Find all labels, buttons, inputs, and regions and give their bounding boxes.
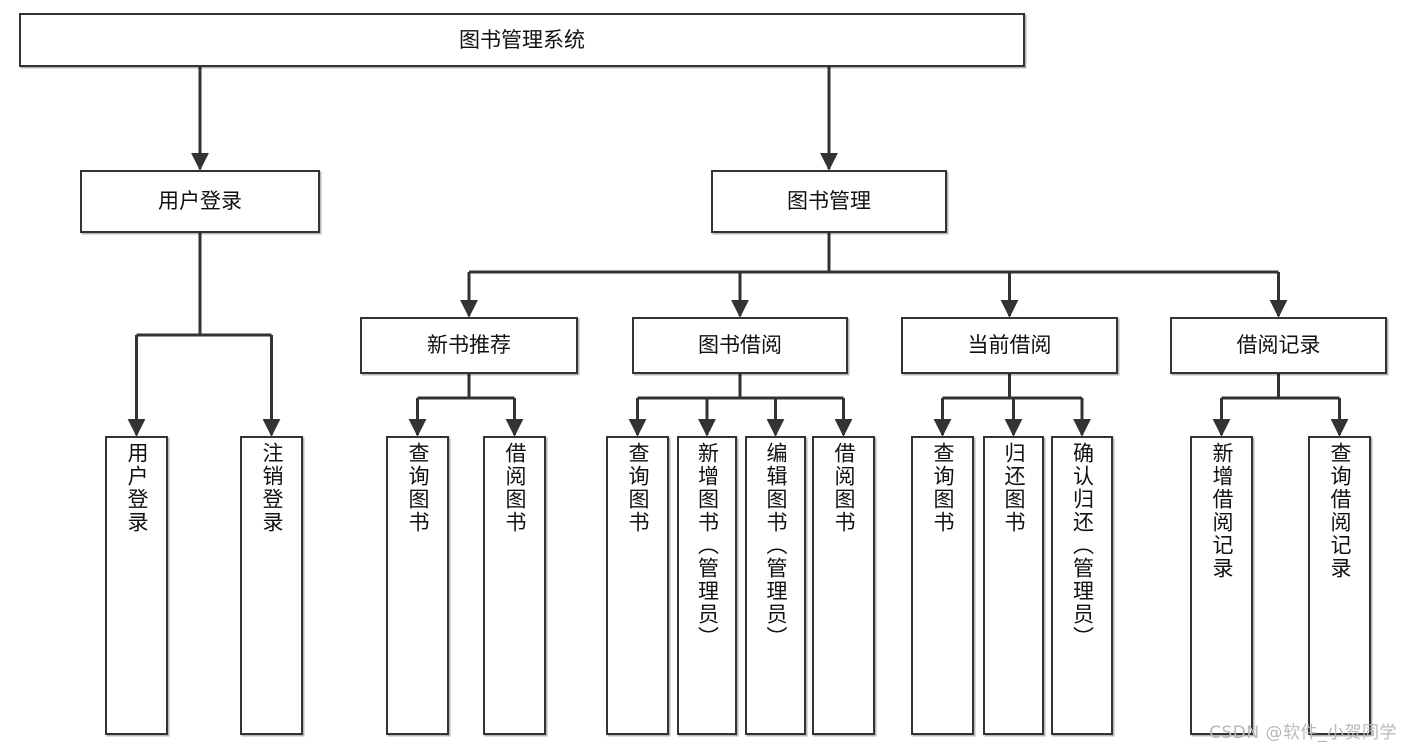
node-leaf-edit-book[interactable]: 编辑图书（管理员） (745, 436, 806, 735)
node-leaf-query-record-label: 查询借阅记录 (1328, 442, 1352, 580)
node-leaf-edit-book-label: 编辑图书（管理员） (764, 442, 788, 649)
node-book-borrow-label: 图书借阅 (698, 333, 782, 358)
node-book-manage[interactable]: 图书管理 (711, 170, 947, 233)
node-new-book-rec-label: 新书推荐 (427, 333, 511, 358)
node-book-manage-label: 图书管理 (787, 189, 871, 214)
node-new-book-rec[interactable]: 新书推荐 (360, 317, 578, 374)
node-leaf-confirm-return[interactable]: 确认归还（管理员） (1051, 436, 1113, 735)
node-root[interactable]: 图书管理系统 (19, 13, 1025, 67)
node-leaf-query-book-2-label: 查询图书 (626, 442, 650, 534)
node-leaf-add-book[interactable]: 新增图书（管理员） (677, 436, 737, 735)
node-leaf-query-book-2[interactable]: 查询图书 (606, 436, 669, 735)
node-current-borrow[interactable]: 当前借阅 (901, 317, 1118, 374)
node-root-label: 图书管理系统 (459, 27, 585, 52)
node-leaf-add-record-label: 新增借阅记录 (1210, 442, 1234, 580)
node-book-borrow[interactable]: 图书借阅 (632, 317, 848, 374)
node-borrow-record-label: 借阅记录 (1236, 333, 1321, 358)
node-leaf-query-book-3-label: 查询图书 (931, 442, 955, 534)
node-leaf-borrow-book-1-label: 借阅图书 (503, 442, 527, 534)
node-user-login[interactable]: 用户登录 (80, 170, 320, 233)
node-leaf-borrow-book-1[interactable]: 借阅图书 (483, 436, 546, 735)
node-borrow-record[interactable]: 借阅记录 (1170, 317, 1387, 374)
node-leaf-user-logout-label: 注销登录 (260, 442, 284, 534)
node-current-borrow-label: 当前借阅 (967, 333, 1052, 358)
node-leaf-return-book[interactable]: 归还图书 (983, 436, 1044, 735)
node-leaf-add-book-label: 新增图书（管理员） (695, 442, 720, 649)
node-leaf-add-record[interactable]: 新增借阅记录 (1190, 436, 1253, 735)
node-user-login-label: 用户登录 (158, 189, 242, 214)
node-leaf-confirm-return-label: 确认归还（管理员） (1070, 442, 1095, 649)
node-leaf-query-book-1-label: 查询图书 (406, 442, 430, 534)
node-leaf-query-book-3[interactable]: 查询图书 (911, 436, 974, 735)
node-leaf-user-login[interactable]: 用户登录 (105, 436, 168, 735)
node-leaf-borrow-book-2-label: 借阅图书 (832, 442, 856, 534)
node-leaf-user-login-label: 用户登录 (125, 442, 149, 534)
node-leaf-query-record[interactable]: 查询借阅记录 (1308, 436, 1371, 735)
node-leaf-return-book-label: 归还图书 (1002, 442, 1026, 534)
node-leaf-borrow-book-2[interactable]: 借阅图书 (812, 436, 875, 735)
node-leaf-query-book-1[interactable]: 查询图书 (386, 436, 449, 735)
node-leaf-user-logout[interactable]: 注销登录 (240, 436, 303, 735)
